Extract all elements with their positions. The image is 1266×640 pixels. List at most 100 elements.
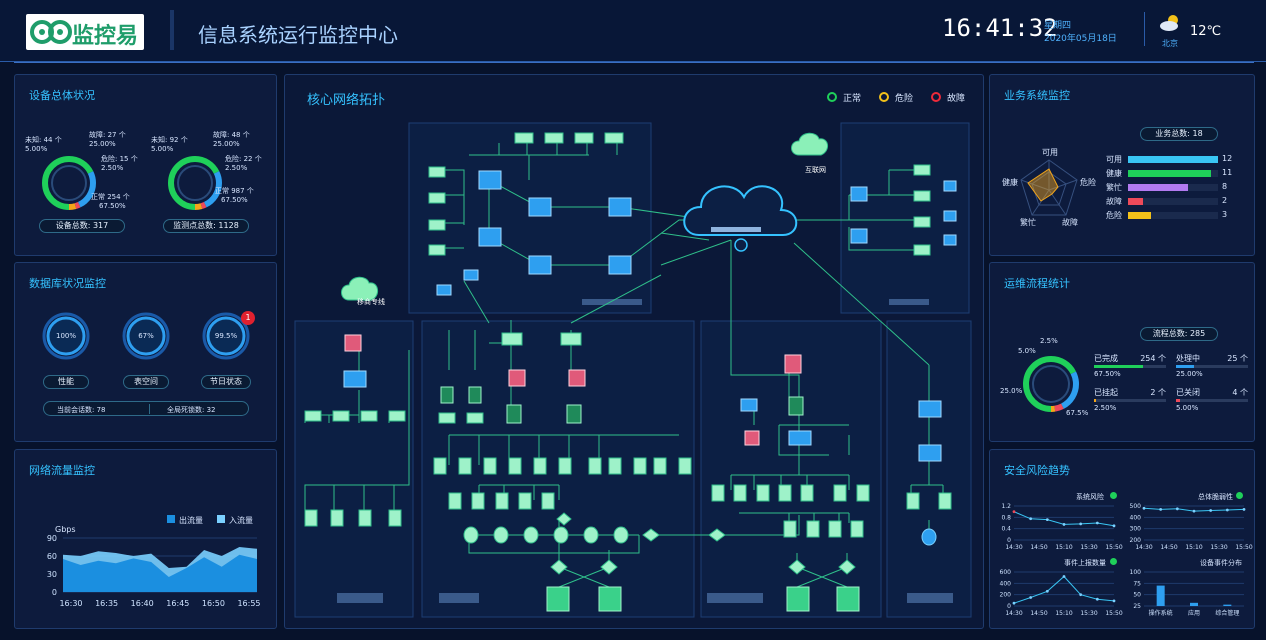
ops-title: 运维流程统计: [1004, 277, 1070, 290]
ring2-unknown: 未知: 92 个: [151, 136, 188, 144]
business-total: 业务总数: 18: [1140, 127, 1218, 141]
sec-point: [1062, 575, 1066, 578]
c2-title: 总体脆弱性: [1198, 493, 1233, 501]
sec-y-tick: 0: [1007, 603, 1011, 610]
sec-y-tick: 200: [1130, 537, 1142, 544]
sec-point: [1079, 593, 1083, 597]
sec-y-tick: 50: [1133, 592, 1141, 599]
sec-point: [1095, 597, 1099, 601]
sec-y-tick: 1.2: [1001, 503, 1011, 510]
ring1-unknown-pct: 5.00%: [25, 145, 48, 153]
sec-point: [1175, 507, 1179, 511]
sec-point: [1062, 523, 1066, 526]
ops-item-name: 已关闭: [1176, 388, 1200, 397]
db-gauge-node-status: [202, 312, 250, 360]
sec-x-tick: 15:50: [1235, 544, 1252, 551]
radar-axis-available: 可用: [1042, 148, 1058, 157]
sec-y-tick: 0.8: [1001, 514, 1011, 521]
sec-x-tick: 15:10: [1055, 610, 1072, 617]
flow-area-out: [63, 554, 257, 592]
date: 2020年05月18日: [1044, 34, 1117, 44]
sec-x-tick: 14:30: [1135, 544, 1152, 551]
ops-ring-label-b: 5.0%: [1018, 347, 1036, 355]
sec-point: [1079, 522, 1083, 526]
ops-item-track: [1176, 365, 1248, 368]
legend-out-swatch: [167, 515, 175, 523]
device-status-panel: 设备总体状况 未知: 44 个 5.00% 故障: 27 个 25.00% 危险…: [14, 74, 277, 256]
business-bar-track: [1128, 212, 1218, 219]
flow-x-tick: 16:40: [131, 599, 154, 608]
weather-city: 北京: [1162, 39, 1178, 48]
radar-axis-busy: 繁忙: [1020, 218, 1036, 227]
flow-unit-label: Gbps: [55, 525, 76, 534]
ring1-unknown: 未知: 44 个: [25, 136, 62, 144]
flow-x-tick: 16:30: [59, 599, 82, 608]
business-bar-value: 3: [1222, 210, 1228, 219]
ring2-danger: 危险: 22 个: [225, 155, 262, 163]
c3-title: 事件上报数量: [1064, 559, 1106, 567]
flow-y-tick: 60: [47, 552, 57, 561]
c2-status-dot: [1236, 492, 1243, 499]
header-bar: [0, 0, 1266, 62]
sec-bar: [1223, 604, 1232, 606]
sec-bar-label: 操作系统: [1149, 609, 1173, 617]
db-gauge-performance-label: 性能: [43, 375, 89, 389]
business-bar-name: 可用: [1106, 155, 1122, 164]
ops-item-fill: [1094, 365, 1143, 368]
flow-x-tick: 16:35: [95, 599, 118, 608]
sec-y-tick: 600: [1000, 569, 1012, 576]
legend-in-label: 入流量: [229, 516, 253, 525]
legend-fault-label: 故障: [947, 94, 966, 104]
sec-bar-label: 综合管理: [1215, 609, 1239, 617]
business-bar-name: 繁忙: [1106, 183, 1122, 192]
sec-point: [1045, 589, 1049, 593]
ops-item-pct: 5.00%: [1176, 404, 1199, 412]
monitor-point-total: 监测点总数: 1128: [163, 219, 249, 233]
topology-panel: 核心网络拓扑 正常 危险 故障: [284, 74, 984, 629]
flow-x-tick: 16:55: [237, 599, 260, 608]
sec-x-tick: 14:50: [1160, 544, 1177, 551]
business-title: 业务系统监控: [1004, 89, 1070, 102]
sec-point: [1012, 601, 1016, 605]
ring1-normal: 正常 254 个: [91, 193, 130, 201]
sec-point: [1192, 509, 1196, 513]
business-bar-name: 危险: [1106, 211, 1122, 220]
sec-x-tick: 15:10: [1055, 544, 1072, 551]
sec-y-tick: 300: [1130, 526, 1142, 533]
flow-x-tick: 16:50: [202, 599, 225, 608]
ops-item-pct: 67.50%: [1094, 370, 1121, 378]
legend-danger-label: 危险: [895, 94, 914, 104]
ops-ring: [1023, 356, 1079, 412]
topology-title: 核心网络拓扑: [307, 93, 386, 108]
sec-bar: [1190, 602, 1198, 606]
db-alert-badge[interactable]: 1: [241, 311, 255, 325]
sec-point: [1159, 508, 1163, 511]
sec-y-tick: 400: [1130, 514, 1142, 521]
ring1-fault: 故障: 27 个: [89, 131, 126, 139]
leased-line-label: 移商专线: [357, 298, 385, 306]
c4-title: 设备事件分布: [1200, 559, 1242, 567]
db-gauge-tablespace: [122, 312, 170, 360]
business-bar-name: 健康: [1106, 169, 1122, 178]
ops-item-name: 处理中: [1176, 354, 1200, 363]
weekday: 星期四: [1044, 21, 1072, 31]
sec-x-tick: 15:10: [1185, 544, 1202, 551]
business-bar-name: 故障: [1106, 197, 1122, 206]
legend-normal-label: 正常: [843, 94, 862, 104]
business-bar-value: 8: [1222, 182, 1228, 191]
ops-item-count: 4 个: [1232, 388, 1248, 397]
network-flow-title: 网络流量监控: [29, 464, 95, 477]
c1-title: 系统风险: [1076, 493, 1104, 501]
ring1-fault-pct: 25.00%: [89, 140, 116, 148]
business-bar-value: 2: [1222, 196, 1228, 205]
sec-x-tick: 15:50: [1105, 610, 1122, 617]
flow-x-tick: 16:45: [166, 599, 189, 608]
ops-panel: 运维流程统计 流程总数: 285 2.5% 5.0% 25.0% 67.5% 已…: [989, 262, 1255, 442]
radar-axis-danger: 危险: [1080, 178, 1096, 187]
ring1-danger-pct: 2.50%: [101, 164, 124, 172]
sec-y-tick: 100: [1130, 569, 1142, 576]
sec-y-tick: 75: [1133, 580, 1141, 587]
ops-item-count: 2 个: [1150, 388, 1166, 397]
